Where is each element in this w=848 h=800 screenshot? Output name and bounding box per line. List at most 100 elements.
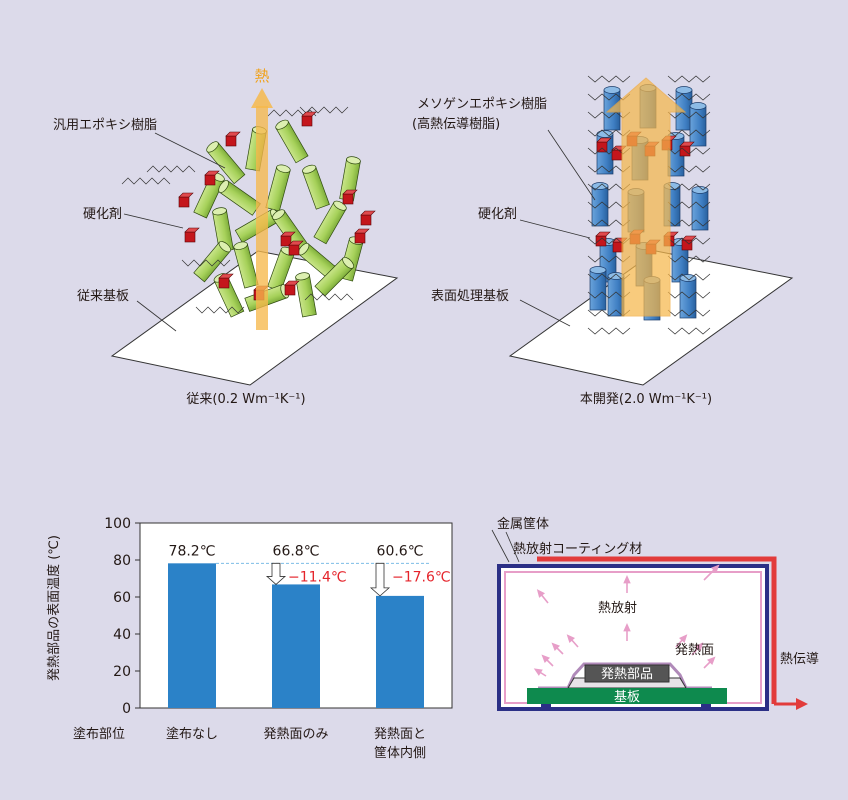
temperature-drop-label: −17.6℃ [392, 569, 451, 585]
resin-molecule [295, 272, 317, 318]
resin-molecule [206, 141, 246, 185]
metal-case-outer [537, 556, 777, 704]
bar [168, 563, 216, 708]
curing-agent-cube [360, 210, 376, 226]
x-category-label: 発熱面と [374, 727, 426, 742]
surface-treated-substrate-label: 表面処理基板 [431, 289, 509, 304]
chain-line [667, 183, 711, 191]
curing-agent-cube [354, 228, 370, 244]
mesogen-resin-label: メソゲンエポキシ樹脂 [417, 97, 547, 112]
resin-molecule [275, 119, 309, 164]
chain-line [667, 255, 711, 263]
drop-arrow [265, 562, 287, 585]
chain-line [667, 75, 711, 83]
bar-value-label: 66.8℃ [273, 543, 320, 559]
developed-caption: 本開発(2.0 Wm⁻¹K⁻¹) [580, 392, 712, 407]
bar-value-label: 78.2℃ [169, 543, 216, 559]
radiation-arrowhead [711, 564, 720, 573]
radiation-arrowhead [695, 642, 704, 651]
mesogen-molecule [689, 102, 707, 147]
radiation-coating-label: 熱放射コーティング材 [513, 541, 642, 557]
curing-agent-cube [342, 189, 358, 205]
x-category-label: 塗布なし [166, 726, 218, 742]
y-axis-title: 発熱部品の表面温度 (℃) [46, 535, 62, 681]
curing-agent-cube [301, 111, 317, 127]
chain-line [667, 327, 711, 335]
chain-line [667, 273, 711, 281]
radiation-arrowhead [679, 634, 688, 643]
chain-line [299, 106, 349, 114]
bar [376, 595, 424, 708]
resin-molecule [298, 242, 340, 281]
chain-line [667, 93, 711, 101]
resin-molecule [233, 241, 259, 289]
curing-agent-label-right: 硬化剤 [478, 206, 517, 222]
chain-line [667, 111, 711, 119]
curing-agent-cube [225, 131, 241, 147]
chain-line [667, 237, 711, 245]
curing-agent-cubes [178, 111, 376, 301]
temperature-drop-label: −11.4℃ [288, 569, 347, 585]
substrate-board [527, 688, 727, 704]
chain-line [304, 293, 354, 301]
substrate-label: 基板 [614, 690, 640, 705]
chain-line [667, 201, 711, 209]
heat-label: 熱 [254, 67, 269, 85]
resin-molecule [265, 164, 291, 212]
curing-agent-cube [184, 227, 200, 243]
chain-line [146, 165, 196, 173]
curing-agent-cube [204, 170, 220, 186]
heat-conduction-arrowhead [796, 698, 808, 710]
radiation-arrowhead [541, 654, 550, 663]
heat-radiation-label: 熱放射 [598, 600, 637, 616]
developed-panel: メソゲンエポキシ樹脂 (高熱伝導樹脂) 硬化剤 表面処理基板 本開発(2.0 W… [412, 75, 794, 407]
board-foot-right [701, 704, 711, 709]
curing-agent-cube [280, 231, 296, 247]
resin-molecule [314, 256, 355, 297]
y-tick-label: 80 [113, 553, 131, 569]
resin-molecule [302, 164, 330, 210]
y-tick-label: 40 [113, 627, 131, 643]
x-category-label: 発熱面のみ [263, 727, 328, 742]
radiation-arrowhead [536, 589, 545, 598]
x-category-label: 筐体内側 [374, 745, 426, 761]
radiation-arrowhead [707, 656, 716, 665]
radiation-arrowhead [551, 642, 560, 651]
mesogen-molecule [679, 274, 697, 319]
chain-line [667, 147, 711, 155]
board-foot-left [541, 704, 551, 709]
radiation-arrowhead [623, 575, 631, 584]
radiation-arrowhead [533, 668, 543, 676]
heating-surface-label: 発熱面 [675, 643, 714, 658]
conventional-panel: 熱 汎用エポキシ樹脂 硬化剤 従来基板 従来(0.2 Wm⁻¹K⁻¹) [53, 67, 399, 407]
mesogen-molecule [675, 86, 693, 131]
chain-line [667, 309, 711, 317]
heat-generating-component-label: 発熱部品 [601, 667, 653, 682]
chain-line [181, 259, 231, 267]
heat-arrow [251, 88, 273, 330]
y-tick-label: 20 [113, 664, 131, 680]
radiation-arrowhead [623, 623, 631, 632]
conventional-substrate-label: 従来基板 [77, 289, 129, 304]
chain-line [121, 177, 171, 185]
heat-conduction-label: 熱伝導 [780, 652, 819, 667]
chain-line [195, 306, 245, 314]
curing-agent-label: 硬化剤 [83, 206, 122, 222]
high-conductivity-resin-label: (高熱伝導樹脂) [412, 116, 500, 132]
chain-line [667, 165, 711, 173]
curing-agent-cube [288, 240, 304, 256]
chain-line [667, 291, 711, 299]
heat-dissipation-schematic: 金属筐体 熱放射コーティング材 熱放射 発熱面 発熱部品 基板 熱伝導 [491, 516, 819, 711]
y-tick-label: 0 [122, 701, 131, 717]
heat-generating-component [584, 664, 670, 683]
bar [272, 584, 320, 708]
chain-line [667, 219, 711, 227]
y-tick-label: 60 [113, 590, 131, 606]
curing-agent-cube [284, 280, 300, 296]
metal-case-label: 金属筐体 [497, 516, 549, 532]
big-heat-arrow [605, 77, 687, 317]
general-epoxy-resin-label: 汎用エポキシ樹脂 [53, 118, 157, 133]
radiation-arrowhead [566, 634, 575, 643]
